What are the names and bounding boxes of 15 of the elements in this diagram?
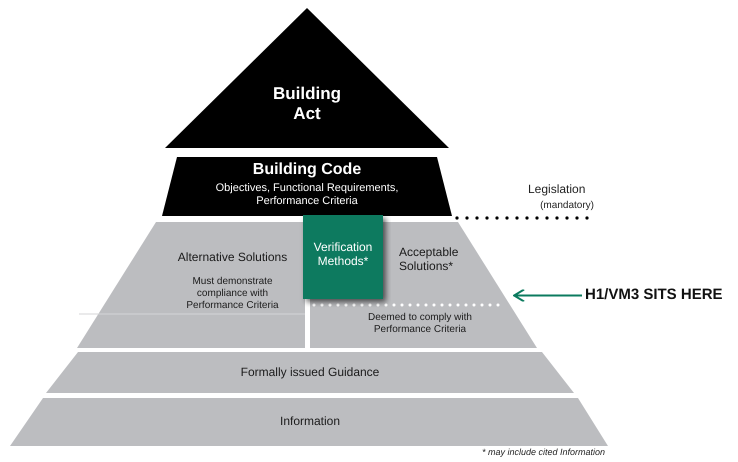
tier-title: Information — [278, 414, 342, 428]
note-text: (mandatory) — [540, 200, 594, 211]
tier-title: Building Code — [252, 160, 362, 180]
footnote: * may include cited Information — [482, 447, 605, 457]
callout-text: H1/VM3 SITS HERE — [585, 286, 723, 303]
section-title: Alternative Solutions — [176, 250, 288, 264]
section-title: Acceptable Solutions* — [399, 245, 460, 274]
tier-description: Objectives, Functional Requirements, Performance Criteria — [214, 182, 400, 208]
section-description: Deemed to comply with Performance Criteria — [367, 312, 473, 336]
legislation-label: Legislation — [528, 182, 586, 196]
tier-title: Building Act — [272, 84, 342, 125]
arrow — [513, 288, 582, 302]
tier-title: Formally issued Guidance — [240, 365, 380, 380]
section-title: Verification Methods* — [312, 240, 374, 269]
section-description: Must demonstrate compliance with Performance Criteria — [185, 276, 280, 312]
